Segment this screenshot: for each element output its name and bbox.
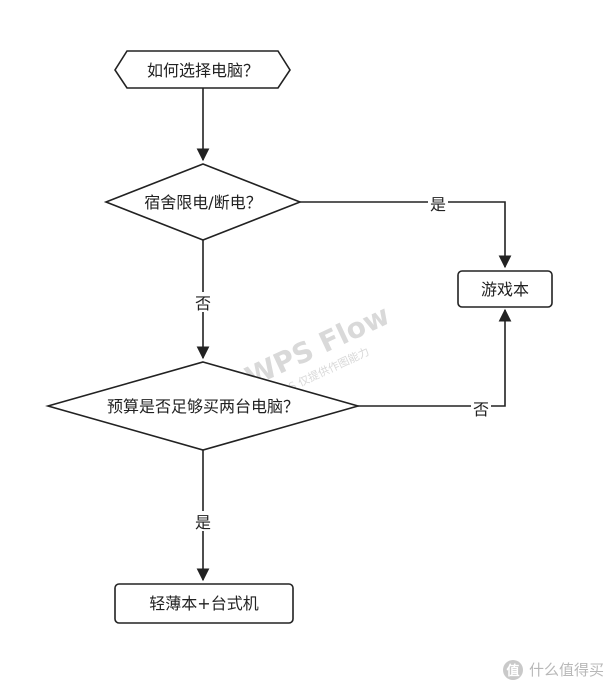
node-ultrabook-desktop-label: 轻薄本+台式机 [149, 594, 258, 613]
node-gaming-laptop-label: 游戏本 [481, 280, 529, 299]
node-decision2: 预算是否足够买两台电脑？ [45, 361, 361, 451]
node-gaming-laptop: 游戏本 [457, 270, 553, 308]
node-decision1: 宿舍限电/断电？ [103, 163, 303, 241]
brand-logo-icon: 值 [502, 659, 523, 680]
edge-label-decision2-yes: 是 [195, 513, 211, 532]
node-decision2-label: 预算是否足够买两台电脑？ [107, 397, 299, 416]
edge-label-decision1-yes: 是 [430, 195, 446, 214]
edge-decision1-yes [300, 201, 512, 269]
edge-label-decision2-no: 否 [473, 400, 489, 419]
node-start: 如何选择电脑？ [114, 50, 291, 89]
brand-text: 什么值得买 [528, 661, 604, 679]
node-decision1-label: 宿舍限电/断电？ [144, 193, 261, 212]
node-ultrabook-desktop: 轻薄本+台式机 [114, 583, 294, 624]
edge-label-decision1-no: 否 [195, 294, 211, 313]
edge-decision2-no [358, 308, 512, 407]
brand-watermark: 值 什么值得买 [502, 659, 604, 680]
edge-labels: 是 否 否 是 [193, 193, 491, 532]
node-start-label: 如何选择电脑？ [147, 61, 259, 80]
